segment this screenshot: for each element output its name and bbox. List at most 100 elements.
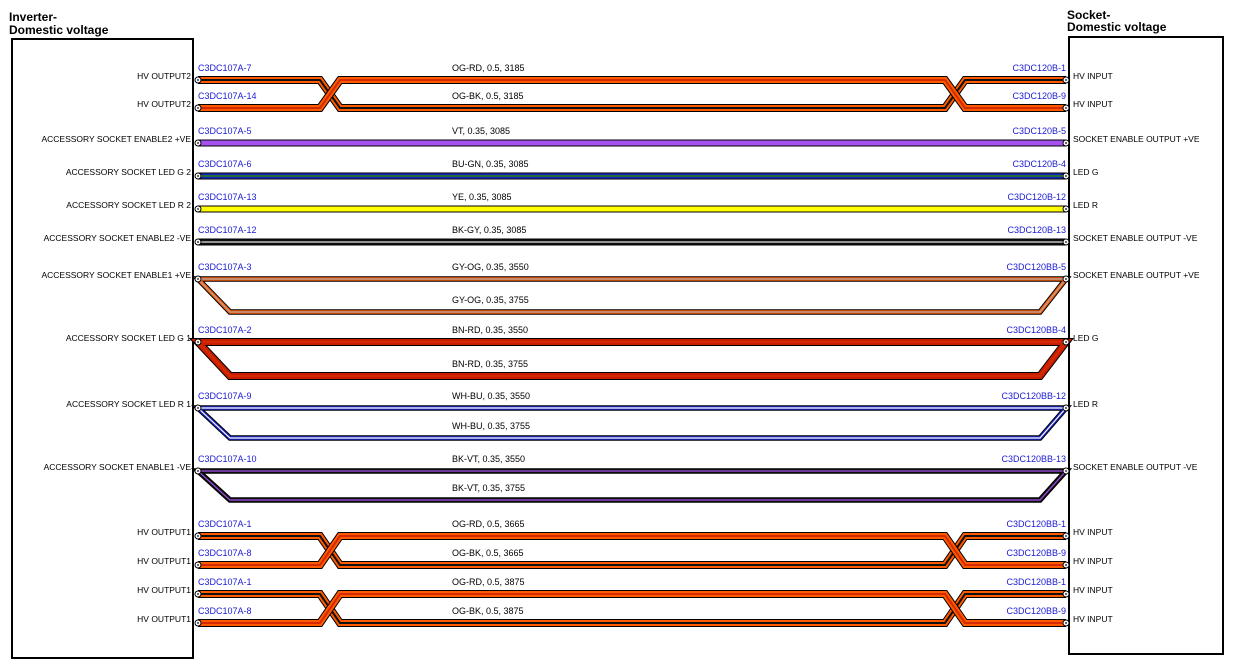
wire-11-body: [198, 533, 1066, 568]
wire-spec-label: VT, 0.35, 3085: [452, 126, 510, 136]
left-terminal-7-dot: [197, 341, 199, 343]
right-terminal-8-dot: [1065, 407, 1067, 409]
left-pin-label: ACCESSORY SOCKET LED R 1: [66, 399, 191, 409]
right-pin-label: LED R: [1073, 399, 1098, 409]
right-connector-label: C3DC120BB-9: [1006, 548, 1066, 558]
right-connector-label: C3DC120BB-12: [1001, 391, 1066, 401]
wire-8-body: [193, 406, 1070, 440]
wire-1-stripe: [198, 79, 1066, 109]
right-terminal-5-dot: [1065, 241, 1067, 243]
wire-12-stripe: [198, 593, 1066, 624]
right-connector-label: C3DC120B-9: [1012, 91, 1066, 101]
right-connector-label: C3DC120BB-4: [1006, 325, 1066, 335]
right-pin-label: HV INPUT: [1073, 614, 1113, 624]
left-connector-label: C3DC107A-10: [198, 454, 257, 464]
right-pin-label: SOCKET ENABLE OUTPUT +VE: [1073, 270, 1200, 280]
socket-title-line1: Socket-: [1067, 8, 1110, 22]
right-pin-label: SOCKET ENABLE OUTPUT -VE: [1073, 462, 1198, 472]
left-pin-label: ACCESSORY SOCKET ENABLE2 -VE: [44, 233, 192, 243]
right-terminal-3-dot: [1065, 175, 1067, 177]
right-pin-label: HV INPUT: [1073, 585, 1113, 595]
right-connector-label: C3DC120BB-5: [1006, 262, 1066, 272]
wire-6-stripe: [196, 278, 1068, 313]
left-connector-label: C3DC107A-6: [198, 159, 252, 169]
left-connector-label: C3DC107A-13: [198, 192, 257, 202]
left-pin-label: ACCESSORY SOCKET ENABLE1 +VE: [41, 270, 191, 280]
left-terminal-11-dot: [197, 564, 199, 566]
left-terminal-4-dot: [197, 208, 199, 210]
inverter-box: [11, 38, 194, 659]
wire-7-outline: [188, 338, 1075, 380]
right-terminal-2-dot: [1065, 142, 1067, 144]
wire-spec-label: OG-RD, 0.5, 3875: [452, 577, 525, 587]
wire-9-stripe: [196, 470, 1068, 501]
right-pin-label: LED G: [1073, 333, 1099, 343]
right-connector-label: C3DC120BB-1: [1006, 519, 1066, 529]
right-pin-label: HV INPUT: [1073, 71, 1113, 81]
wire-13-stripe: [198, 593, 1066, 624]
wire-spec-label: WH-BU, 0.35, 3550: [452, 391, 530, 401]
right-terminal-4-dot: [1065, 208, 1067, 210]
right-terminal-6-dot: [1065, 278, 1067, 280]
right-pin-label: HV INPUT: [1073, 556, 1113, 566]
wire-spec-label: OG-BK, 0.5, 3875: [452, 606, 524, 616]
right-terminal-1-dot: [1065, 107, 1067, 109]
left-pin-label: HV OUTPUT1: [137, 585, 191, 595]
right-pin-label: HV INPUT: [1073, 527, 1113, 537]
left-terminal-9-dot: [197, 470, 199, 472]
left-connector-label: C3DC107A-7: [198, 63, 252, 73]
left-pin-label: ACCESSORY SOCKET LED R 2: [66, 200, 191, 210]
wire-9-outline: [190, 468, 1073, 503]
left-terminal-8-dot: [197, 407, 199, 409]
left-connector-label: C3DC107A-1: [198, 519, 252, 529]
left-pin-label: HV OUTPUT2: [137, 71, 191, 81]
wire-spec-label: GY-OG, 0.35, 3550: [452, 262, 529, 272]
left-terminal-3-dot: [197, 175, 199, 177]
left-terminal-2-dot: [197, 142, 199, 144]
left-pin-label: ACCESSORY SOCKET ENABLE1 -VE: [44, 462, 192, 472]
wire-7-stripe: [195, 341, 1069, 377]
right-terminal-11-dot: [1065, 564, 1067, 566]
right-connector-label: C3DC120B-1: [1012, 63, 1066, 73]
socket-box: [1068, 36, 1224, 655]
right-connector-label: C3DC120B-4: [1012, 159, 1066, 169]
right-connector-label: C3DC120BB-1: [1006, 577, 1066, 587]
right-terminal-13-dot: [1065, 622, 1067, 624]
right-terminal-0-dot: [1065, 79, 1067, 81]
left-connector-label: C3DC107A-3: [198, 262, 252, 272]
wire-spec-label: OG-RD, 0.5, 3665: [452, 519, 525, 529]
right-terminal-9-dot: [1065, 470, 1067, 472]
left-terminal-1-dot: [197, 107, 199, 109]
left-pin-label: HV OUTPUT1: [137, 614, 191, 624]
left-terminal-13-dot: [197, 622, 199, 624]
wire-13-body: [198, 591, 1066, 626]
wire-spec-label-return: BN-RD, 0.35, 3755: [452, 359, 528, 369]
wire-6-body: [193, 277, 1070, 314]
left-connector-label: C3DC107A-9: [198, 391, 252, 401]
wire-8-outline: [191, 405, 1073, 441]
wire-1-body: [198, 77, 1066, 111]
left-pin-label: ACCESSORY SOCKET ENABLE2 +VE: [41, 134, 191, 144]
wire-spec-label: BN-RD, 0.35, 3550: [452, 325, 528, 335]
wire-spec-label: BK-VT, 0.35, 3550: [452, 454, 525, 464]
left-pin-label: ACCESSORY SOCKET LED G 1: [66, 333, 191, 343]
right-connector-label: C3DC120BB-9: [1006, 606, 1066, 616]
wire-spec-label-return: WH-BU, 0.35, 3755: [452, 421, 530, 431]
right-connector-label: C3DC120B-12: [1007, 192, 1066, 202]
wire-7-body: [191, 339, 1073, 379]
left-terminal-5-dot: [197, 241, 199, 243]
left-connector-label: C3DC107A-14: [198, 91, 257, 101]
left-terminal-0-dot: [197, 79, 199, 81]
inverter-title-line2: Domestic voltage: [9, 23, 109, 37]
left-pin-label: ACCESSORY SOCKET LED G 2: [66, 167, 191, 177]
left-pin-label: HV OUTPUT1: [137, 556, 191, 566]
wire-spec-label: OG-RD, 0.5, 3185: [452, 63, 525, 73]
left-connector-label: C3DC107A-8: [198, 548, 252, 558]
wire-spec-label: YE, 0.35, 3085: [452, 192, 512, 202]
right-connector-label: C3DC120BB-13: [1001, 454, 1066, 464]
left-connector-label: C3DC107A-2: [198, 325, 252, 335]
right-pin-label: SOCKET ENABLE OUTPUT +VE: [1073, 134, 1200, 144]
wire-11-stripe: [198, 535, 1066, 566]
